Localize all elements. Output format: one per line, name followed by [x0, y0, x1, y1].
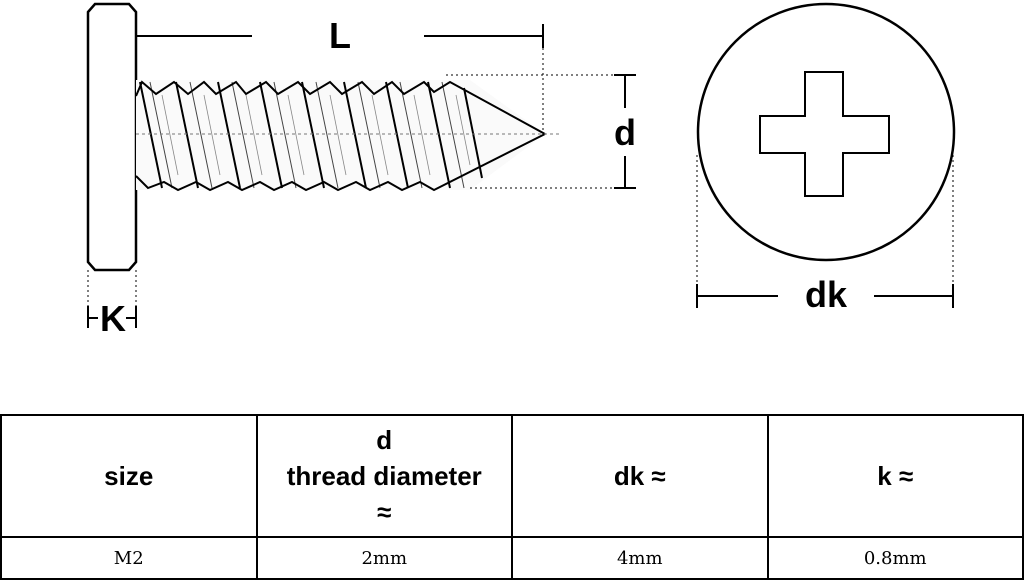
length-dimension: L — [136, 15, 544, 132]
spec-table-header-row: size d thread diameter ≈ dk ≈ k ≈ — [0, 414, 1024, 538]
head-diameter-label: dk — [805, 274, 848, 315]
screw-diagram: L d K dk — [86, 2, 956, 339]
header-thread-diameter: d thread diameter ≈ — [255, 414, 513, 538]
head-height-dimension: K — [87, 270, 137, 339]
head-height-label: K — [100, 298, 126, 339]
thread-diameter-label: d — [614, 112, 636, 153]
cell-head-diameter: 4mm — [511, 536, 769, 580]
cell-size: M2 — [0, 536, 258, 580]
header-thread-diameter-symbol: d — [376, 425, 393, 455]
header-thread-diameter-text: thread diameter — [286, 461, 482, 491]
head-diameter-dimension: dk — [696, 155, 954, 315]
header-size-line: size — [104, 461, 154, 491]
length-label: L — [329, 15, 351, 56]
header-head-height-line: k ≈ — [877, 461, 914, 491]
header-head-diameter-line: dk ≈ — [613, 461, 666, 491]
cell-head-height: 0.8mm — [766, 536, 1024, 580]
spec-table: size d thread diameter ≈ dk ≈ k ≈ M2 2mm… — [0, 414, 1024, 580]
header-head-height: k ≈ — [766, 414, 1024, 538]
thread-diameter-dimension: d — [446, 74, 636, 189]
header-thread-diameter-approx: ≈ — [377, 497, 392, 527]
header-size: size — [0, 414, 258, 538]
table-row: M2 2mm 4mm 0.8mm — [0, 536, 1024, 580]
screw-head-side — [86, 2, 138, 272]
screw-head-top — [696, 2, 956, 262]
cell-thread-diameter: 2mm — [255, 536, 513, 580]
header-head-diameter: dk ≈ — [511, 414, 769, 538]
screw-shank — [135, 80, 560, 192]
phillips-cross-icon — [759, 71, 890, 197]
